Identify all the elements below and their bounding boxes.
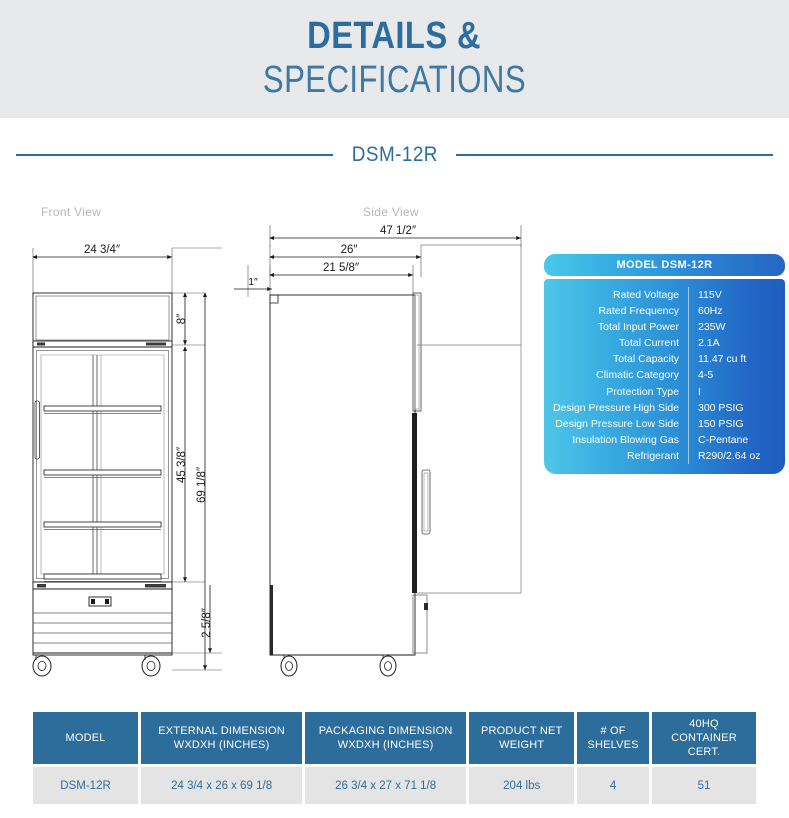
dim-overall-height: 69 1/8″	[196, 467, 208, 503]
spec-value: C-Pentane	[688, 431, 785, 448]
header-line: WEIGHT	[499, 739, 545, 751]
spec-label: Climatic Category	[596, 369, 679, 382]
spec-card-header: MODEL DSM-12R	[544, 254, 785, 276]
table-column: 40HQ CONTAINER CERT. 51	[651, 712, 757, 804]
spec-label: Total Current	[618, 337, 679, 350]
drawing-svg: 24 3/4″ 8″ 45 3/8″ 69 1/8″ 2 5/8″ 1″ 21 …	[32, 225, 522, 677]
table-header-cell: PRODUCT NET WEIGHT	[469, 712, 575, 764]
spec-label: Design Pressure High Side	[552, 401, 679, 414]
dim-cabinet-depth: 21 5/8″	[323, 262, 359, 274]
dim-total-depth: 26″	[341, 244, 358, 256]
spec-row: Protection Type I	[544, 383, 785, 400]
divider-rule-left	[16, 154, 333, 156]
spec-value: 60Hz	[688, 303, 785, 320]
header-lines: # OF SHELVES	[587, 724, 638, 752]
spec-value: 11.47 cu ft	[688, 351, 785, 368]
spec-row: Design Pressure Low Side 150 PSIG	[544, 415, 785, 432]
spec-label: Total Input Power	[597, 321, 679, 334]
table-header-cell: PACKAGING DIMENSION WXDXH (INCHES)	[305, 712, 467, 764]
header-lines: PACKAGING DIMENSION WXDXH (INCHES)	[319, 724, 453, 752]
header-line: # OF	[600, 725, 626, 737]
spec-value: 115V	[688, 287, 785, 304]
table-data-cell: 24 3/4 x 26 x 69 1/8	[141, 767, 303, 804]
front-view-label: Front View	[41, 205, 102, 219]
spec-row: Climatic Category 4-5	[544, 367, 785, 384]
table-column: # OF SHELVES 4	[577, 712, 649, 804]
table-data-cell: 4	[577, 767, 649, 804]
table-header-cell: EXTERNAL DIMENSION WXDXH (INCHES)	[141, 712, 303, 764]
header-lines: 40HQ CONTAINER CERT.	[658, 717, 750, 759]
header-line: EXTERNAL DIMENSION	[158, 725, 285, 737]
header-lines: EXTERNAL DIMENSION WXDXH (INCHES)	[158, 724, 285, 752]
table-column: PACKAGING DIMENSION WXDXH (INCHES) 26 3/4 …	[305, 712, 467, 804]
model-name: DSM-12R	[351, 143, 438, 166]
table-header-cell: # OF SHELVES	[577, 712, 649, 764]
spec-row: Total Input Power 235W	[544, 319, 785, 336]
divider-rule-right	[456, 154, 773, 156]
banner-title-line2: SPECIFICATIONS	[262, 59, 527, 101]
spec-row: Total Current 2.1A	[544, 335, 785, 352]
spec-value: 2.1A	[688, 335, 785, 352]
spec-value: 150 PSIG	[688, 415, 785, 432]
dim-door-open-depth: 47 1/2″	[380, 225, 416, 237]
spec-row: Rated Voltage 115V	[544, 287, 785, 304]
spec-label: Rated Voltage	[613, 289, 679, 301]
spec-label: Refrigerant	[627, 449, 679, 462]
dim-base-height: 2 5/8″	[201, 608, 213, 638]
table-data-cell: 26 3/4 x 27 x 71 1/8	[305, 767, 467, 804]
spec-label: Design Pressure Low Side	[555, 417, 679, 430]
table-data-cell: 204 lbs	[469, 767, 575, 804]
table-column: PRODUCT NET WEIGHT 204 lbs	[469, 712, 575, 804]
side-view-label: Side View	[363, 205, 419, 219]
spec-row: Insulation Blowing Gas C-Pentane	[544, 431, 785, 448]
dim-front-width: 24 3/4″	[84, 244, 120, 256]
header-lines: PRODUCT NET WEIGHT	[481, 724, 562, 752]
header-line: SHELVES	[587, 739, 639, 751]
header-line: PACKAGING DIMENSION	[318, 725, 453, 737]
spec-value: I	[688, 383, 785, 400]
spec-label: Total Capacity	[613, 353, 679, 366]
spec-label: Rated Frequency	[598, 305, 679, 318]
spec-value: 235W	[688, 319, 785, 336]
technical-drawings: 24 3/4″ 8″ 45 3/8″ 69 1/8″ 2 5/8″ 1″ 21 …	[0, 185, 540, 685]
header-line: WXDXH (INCHES)	[173, 739, 270, 751]
spec-row: Rated Frequency 60Hz	[544, 303, 785, 320]
spec-value: 300 PSIG	[688, 399, 785, 416]
table-data-cell: 51	[651, 767, 757, 804]
table-header-cell: MODEL	[33, 712, 139, 764]
banner-title-line1: DETAILS &	[307, 15, 482, 57]
spec-label: Insulation Blowing Gas	[572, 433, 679, 446]
spec-row: Total Capacity 11.47 cu ft	[544, 351, 785, 368]
header-line: CONTAINER CERT.	[671, 732, 737, 758]
spec-label: Protection Type	[606, 385, 679, 398]
spec-value: R290/2.64 oz	[688, 447, 785, 465]
spec-value: 4-5	[688, 367, 785, 384]
spec-row: Refrigerant R290/2.64 oz	[544, 447, 785, 465]
header-line: PRODUCT NET	[480, 725, 563, 737]
model-divider: DSM-12R	[0, 138, 789, 172]
header-line: WXDXH (INCHES)	[337, 739, 434, 751]
table-data-cell: DSM-12R	[33, 767, 139, 804]
dim-door-height: 45 3/8″	[176, 447, 188, 483]
table-column: EXTERNAL DIMENSION WXDXH (INCHES) 24 3/4 x…	[141, 712, 303, 804]
header-line: 40HQ	[689, 718, 719, 730]
dim-canopy-height: 8″	[176, 314, 188, 324]
table-header-cell: 40HQ CONTAINER CERT.	[651, 712, 757, 764]
header-banner: DETAILS & SPECIFICATIONS	[0, 0, 789, 118]
dim-handle-offset: 1″	[248, 276, 258, 288]
spec-row: Design Pressure High Side 300 PSIG	[544, 399, 785, 416]
